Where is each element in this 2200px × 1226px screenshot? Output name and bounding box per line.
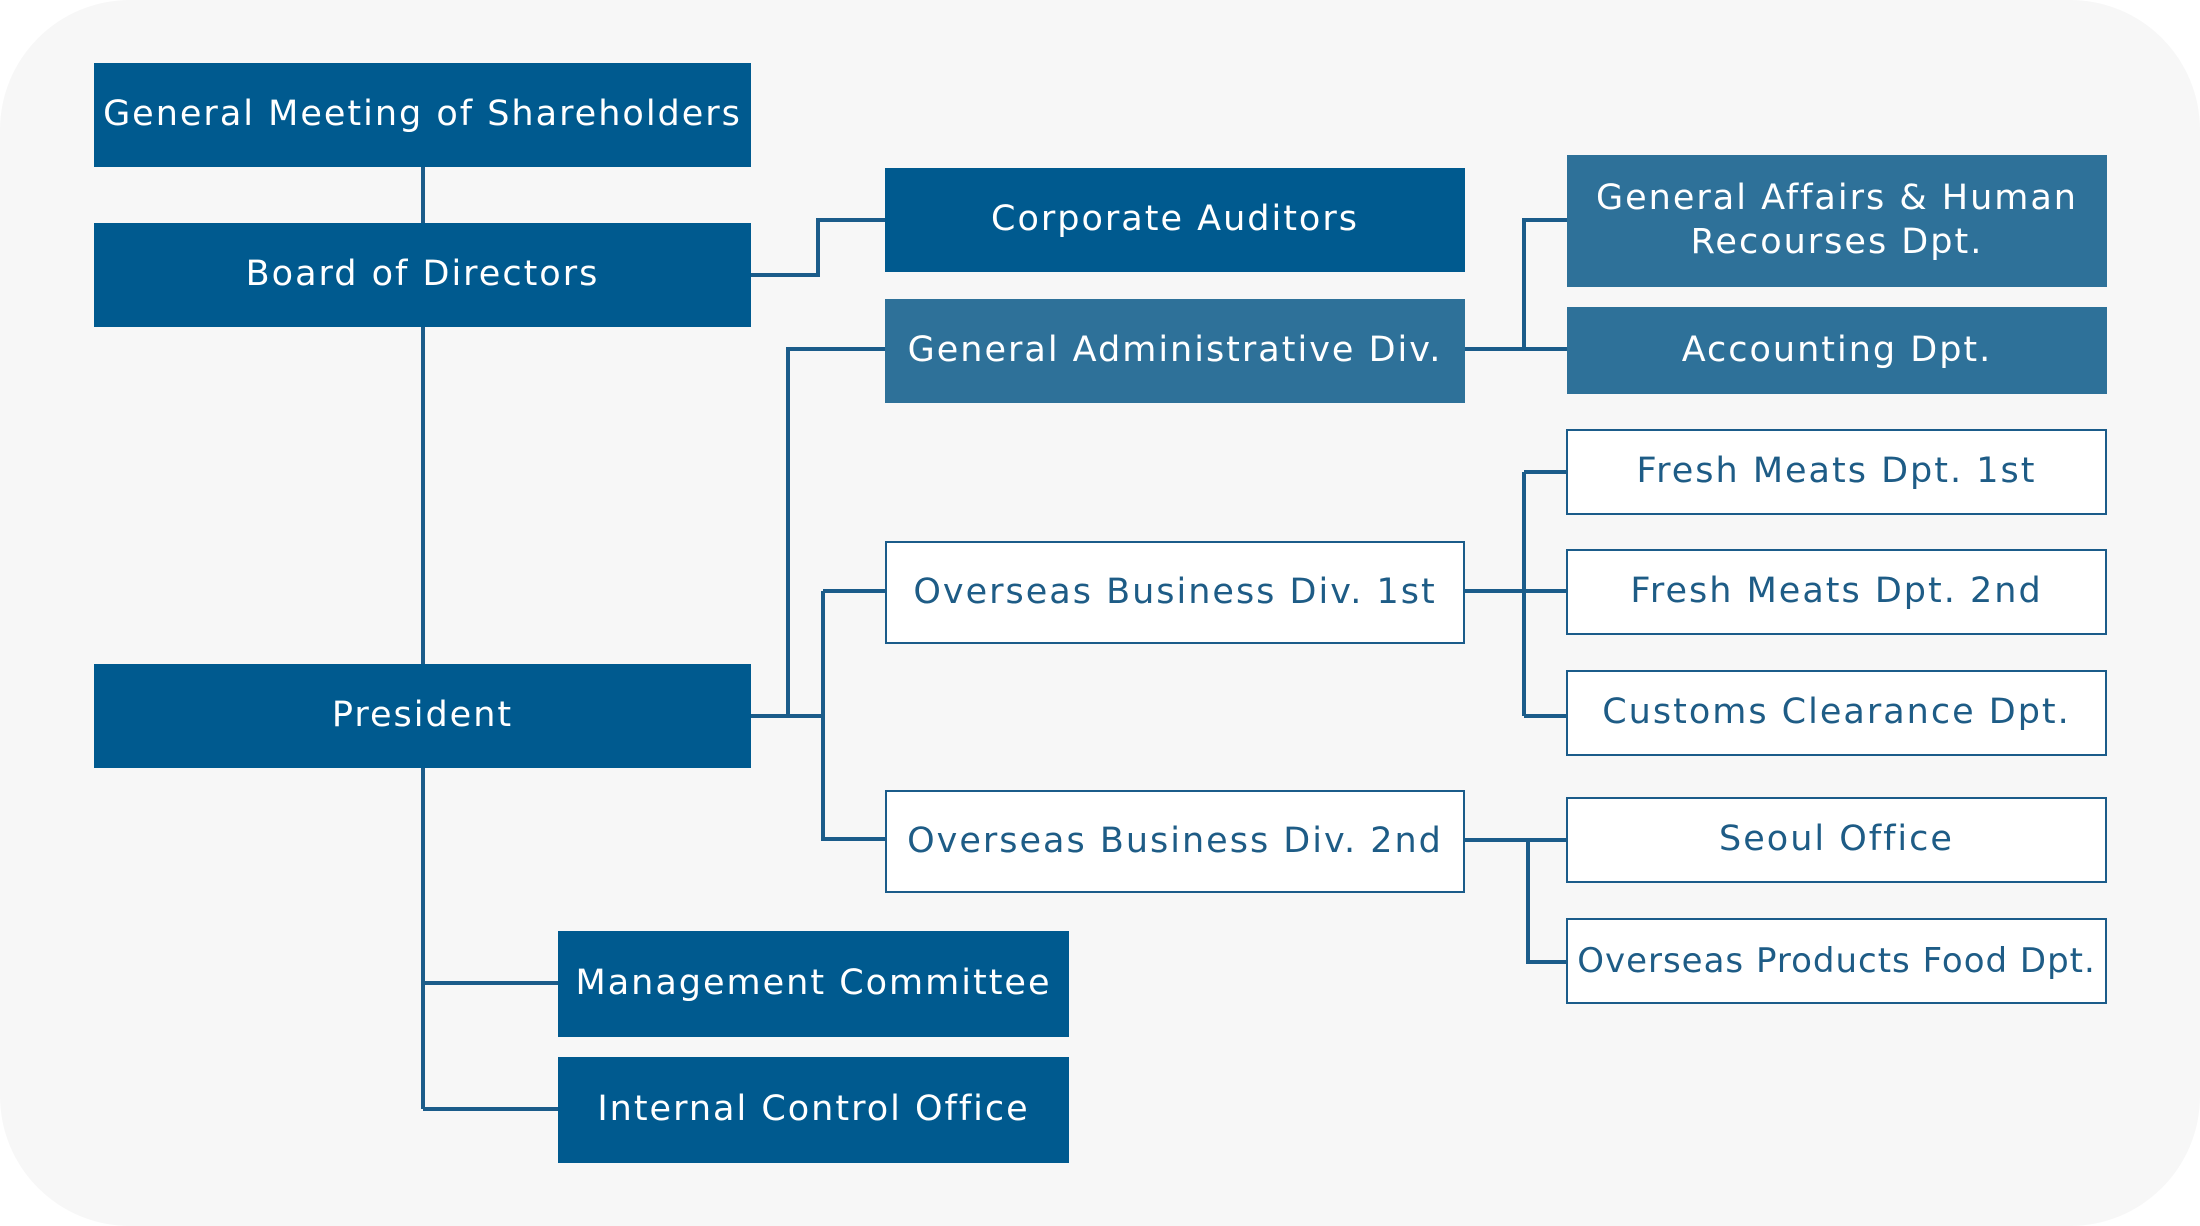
node-fresh-meats-dpt-2nd: Fresh Meats Dpt. 2nd bbox=[1566, 549, 2107, 635]
general-affairs-line2: Recourses Dpt. bbox=[1690, 222, 1984, 262]
node-overseas-business-div-1st: Overseas Business Div. 1st bbox=[885, 541, 1465, 644]
node-overseas-business-div-2nd: Overseas Business Div. 2nd bbox=[885, 790, 1465, 893]
node-general-administrative-div: General Administrative Div. bbox=[885, 299, 1465, 403]
node-corporate-auditors: Corporate Auditors bbox=[885, 168, 1465, 272]
node-internal-control-office: Internal Control Office bbox=[558, 1057, 1069, 1163]
line-admin-depts bbox=[1522, 218, 1567, 349]
line-ov2-depts bbox=[1526, 840, 1567, 964]
node-accounting-dpt: Accounting Dpt. bbox=[1567, 307, 2107, 394]
node-management-committee: Management Committee bbox=[558, 931, 1069, 1037]
node-overseas-products-food-dpt: Overseas Products Food Dpt. bbox=[1566, 918, 2107, 1004]
node-board-of-directors: Board of Directors bbox=[94, 223, 751, 327]
node-president: President bbox=[94, 664, 751, 768]
line-board-auditors bbox=[751, 218, 885, 277]
line-president-overseas bbox=[821, 591, 885, 841]
node-seoul-office: Seoul Office bbox=[1566, 797, 2107, 883]
node-customs-clearance-dpt: Customs Clearance Dpt. bbox=[1566, 670, 2107, 756]
node-general-affairs-human-resources: General Affairs & Human Recourses Dpt. bbox=[1567, 155, 2107, 287]
line-president-admin bbox=[786, 347, 885, 716]
general-affairs-line1: General Affairs & Human bbox=[1596, 178, 2078, 219]
node-shareholders: General Meeting of Shareholders bbox=[94, 63, 751, 167]
node-fresh-meats-dpt-1st: Fresh Meats Dpt. 1st bbox=[1566, 429, 2107, 515]
